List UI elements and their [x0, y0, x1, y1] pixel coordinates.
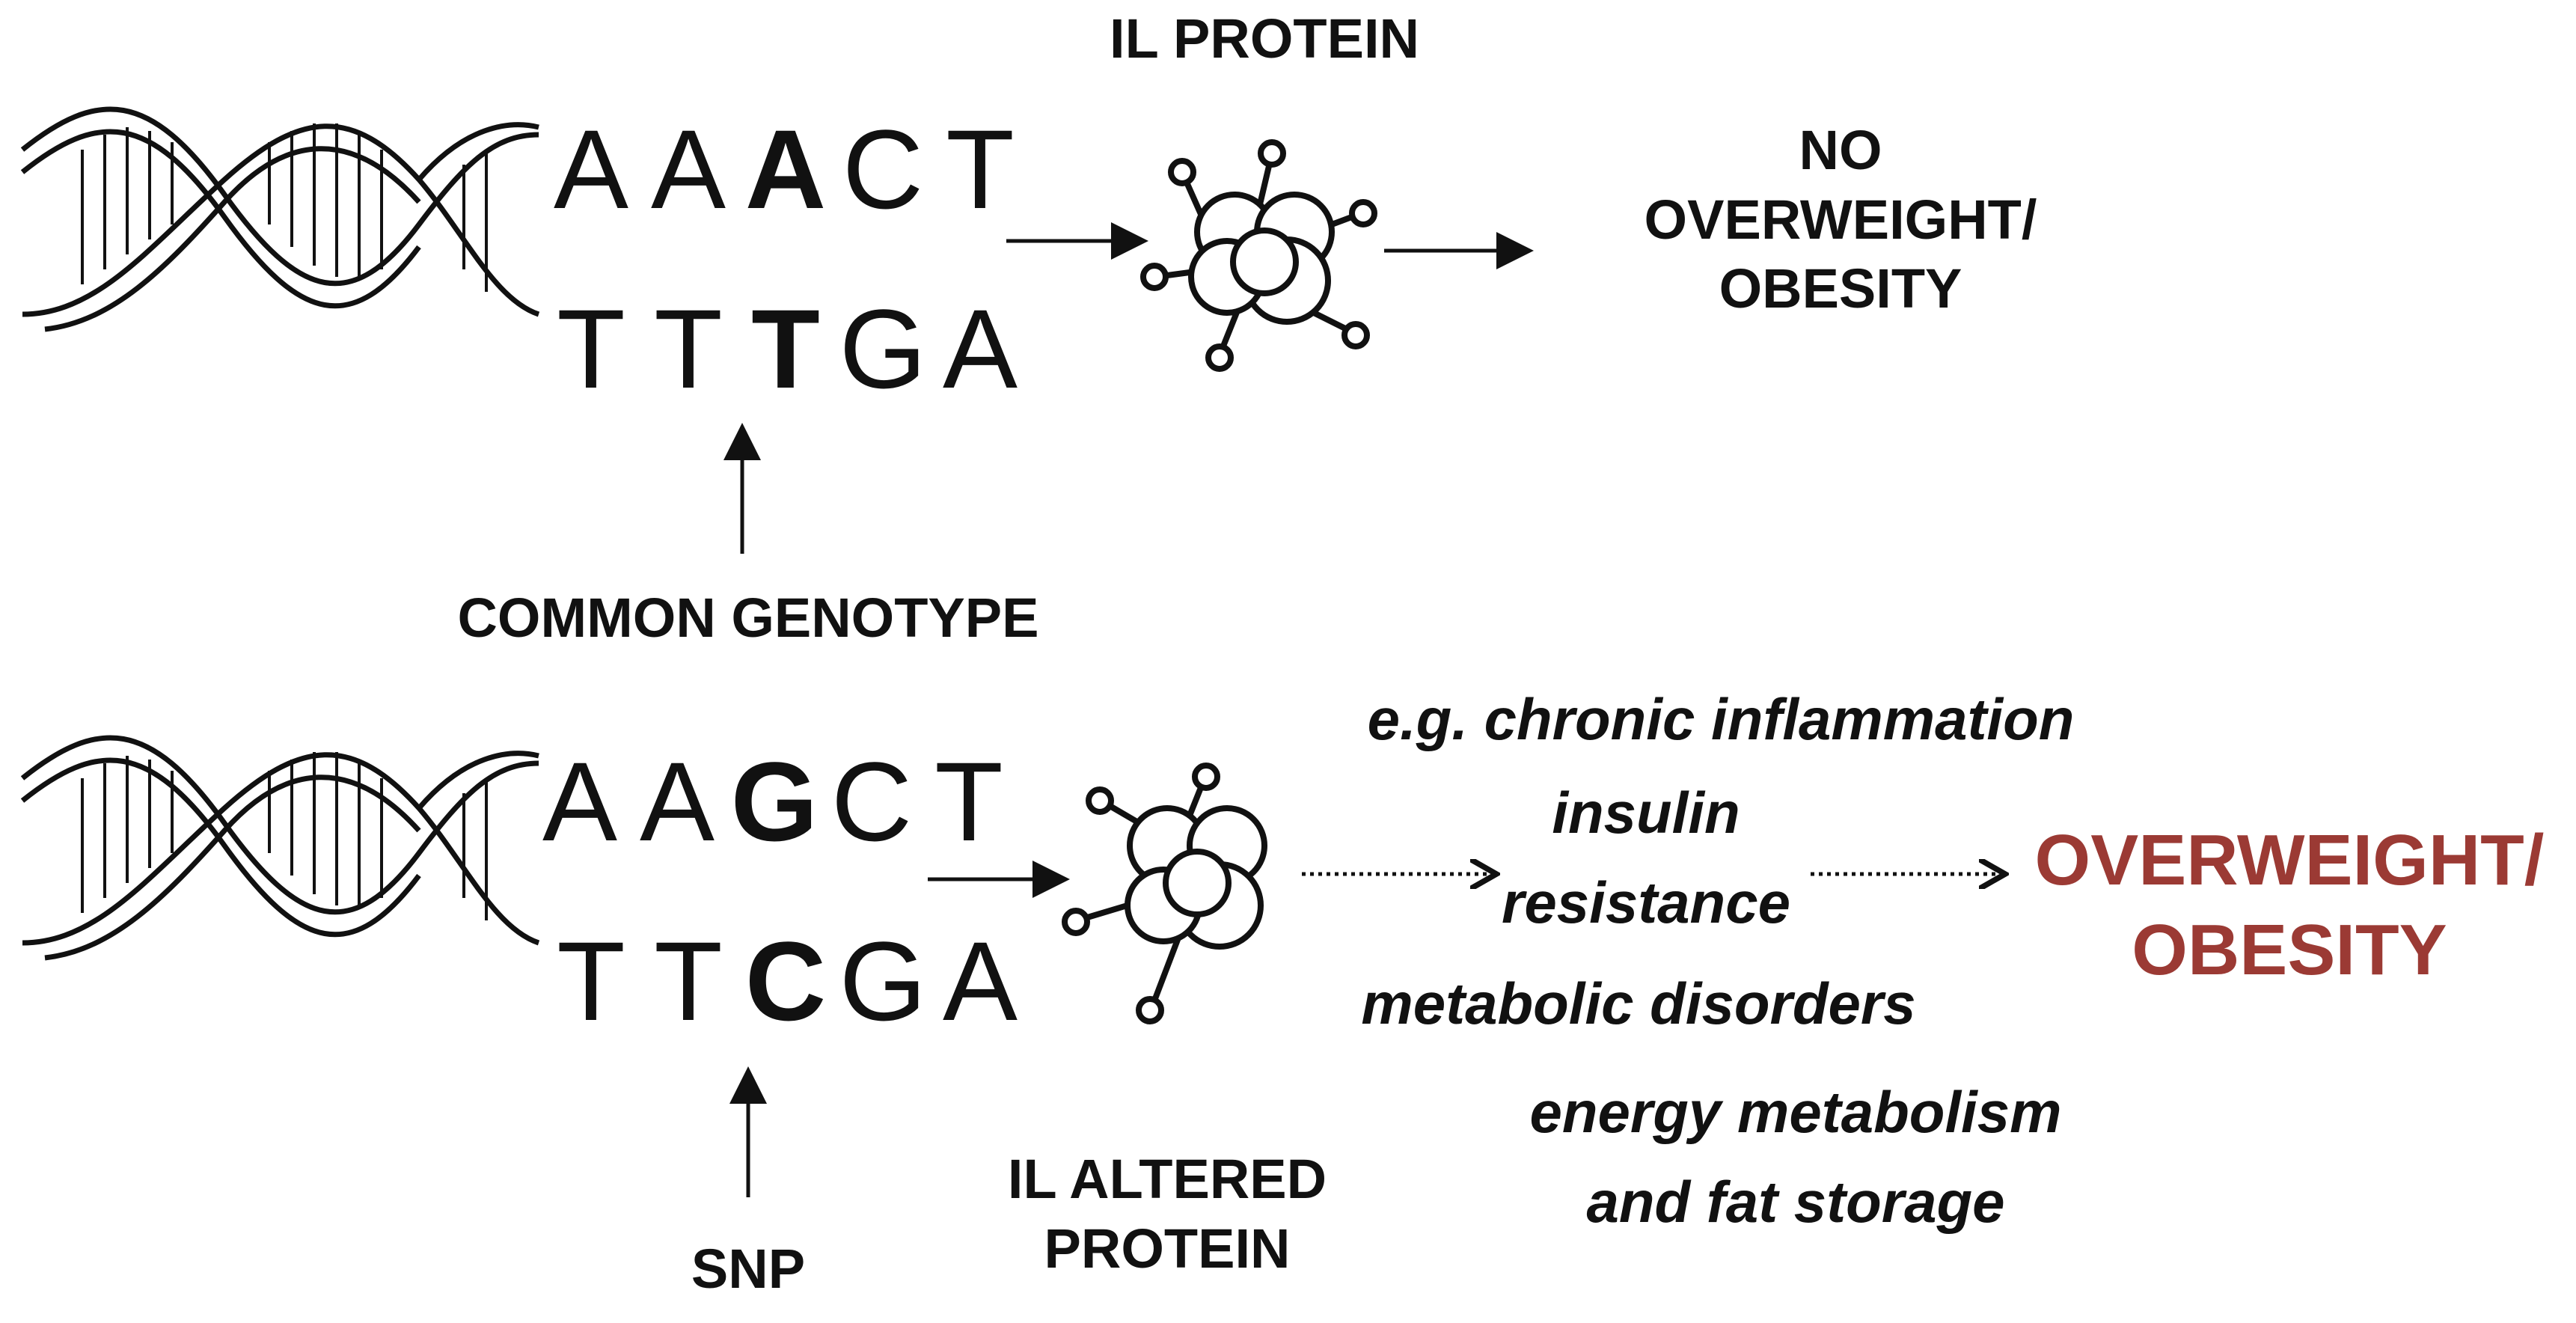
- dna-helix-icon-bottom: [20, 735, 540, 961]
- effect-resistance: resistance: [1502, 870, 1790, 935]
- outcome-no-obesity: NO OVERWEIGHT/ OBESITY: [1571, 116, 2110, 324]
- il-altered-protein-label: IL ALTERED PROTEIN: [950, 1145, 1384, 1283]
- snp-label: SNP: [691, 1238, 806, 1300]
- base-highlight: C: [744, 918, 827, 1044]
- outcome-line: OBESITY: [1719, 257, 1962, 320]
- common-genotype-label: COMMON GENOTYPE: [457, 587, 1039, 649]
- outcome-obesity: OVERWEIGHT/ OBESITY: [2013, 816, 2566, 995]
- dna-helix-icon-top: [20, 106, 540, 332]
- base: A: [639, 739, 715, 864]
- base: T: [946, 106, 1015, 232]
- base: G: [839, 286, 927, 412]
- base: C: [830, 739, 913, 864]
- base: G: [839, 918, 927, 1044]
- effect-chronic-inflammation: e.g. chronic inflammation: [1367, 686, 2075, 752]
- base: T: [654, 918, 723, 1044]
- outcome-line: OVERWEIGHT/: [1644, 188, 2037, 251]
- base: T: [654, 286, 723, 412]
- protein-molecule-icon-top: [1140, 139, 1377, 372]
- outcome-line: OVERWEIGHT/: [2034, 820, 2545, 900]
- outcome-line: NO: [1799, 119, 1882, 181]
- effect-metabolic-disorders: metabolic disorders: [1361, 971, 1916, 1036]
- base: T: [557, 286, 625, 412]
- base: A: [942, 918, 1018, 1044]
- effect-energy-metabolism: energy metabolism: [1529, 1079, 2062, 1145]
- il-protein-label: IL PROTEIN: [1110, 7, 1419, 70]
- protein-molecule-icon-bottom: [1062, 763, 1302, 1024]
- label-line: PROTEIN: [1044, 1217, 1291, 1280]
- base-highlight: G: [730, 739, 819, 864]
- base: A: [542, 739, 618, 864]
- base-highlight: A: [744, 106, 827, 232]
- base-highlight: T: [751, 286, 820, 412]
- base: A: [650, 106, 726, 232]
- outcome-line: OBESITY: [2132, 910, 2447, 990]
- base: A: [553, 106, 629, 232]
- base: T: [934, 739, 1003, 864]
- label-line: IL ALTERED: [1007, 1148, 1327, 1210]
- effect-insulin: insulin: [1552, 780, 1740, 846]
- base: T: [557, 918, 625, 1044]
- base: A: [942, 286, 1018, 412]
- base: C: [842, 106, 924, 232]
- effect-fat-storage: and fat storage: [1586, 1169, 2005, 1235]
